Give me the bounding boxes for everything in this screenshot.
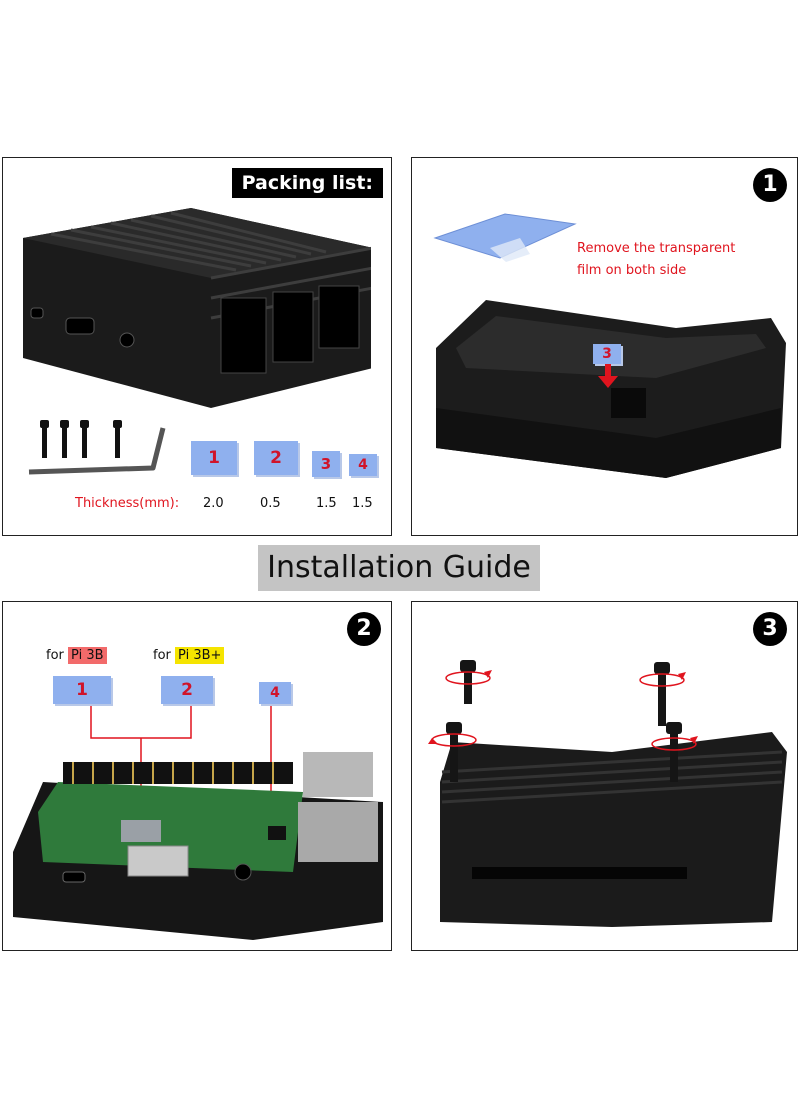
step-number-badge: 1	[753, 168, 787, 202]
thermal-pad-4: 4	[349, 454, 377, 476]
thermal-pad-4: 4	[259, 682, 291, 704]
film-instruction-line-1: Remove the transparent	[577, 241, 736, 256]
thermal-pad-2: 2	[254, 441, 298, 475]
installation-guide-title: Installation Guide	[258, 545, 540, 591]
thickness-value-2: 0.5	[260, 496, 281, 511]
thickness-label: Thickness(mm):	[75, 496, 180, 511]
film-instruction-line-2: film on both side	[577, 263, 687, 278]
packing-list-panel: Packing list: 1 2 3 4 Thickness(mm):	[2, 157, 392, 536]
thermal-pad-1: 1	[53, 676, 111, 704]
case-assembly-image	[428, 660, 787, 927]
tag-prefix: for	[153, 648, 171, 663]
film-instruction: Remove the transparent film on both side	[577, 238, 735, 282]
step-number-badge: 3	[753, 612, 787, 646]
step-2-panel: 2 for Pi 3B for Pi 3B+ 1 2 4	[2, 601, 392, 951]
pi-3b-plus-tag: for Pi 3B+	[153, 647, 225, 664]
case-bottom-image	[436, 300, 786, 478]
tag-model: Pi 3B	[68, 647, 107, 664]
screws-and-hex-key-image	[28, 420, 166, 475]
packing-list-header: Packing list:	[231, 168, 383, 198]
step-3-panel: 3	[411, 601, 798, 951]
down-arrow-icon	[598, 364, 618, 388]
case-image	[23, 208, 371, 408]
thickness-value-4: 1.5	[352, 496, 373, 511]
step-1-panel: 1 Remove the transparent film on both si…	[411, 157, 798, 536]
thermal-pad-3-callout: 3	[593, 344, 621, 364]
thickness-value-1: 2.0	[203, 496, 224, 511]
tag-model: Pi 3B+	[175, 647, 225, 664]
tag-prefix: for	[46, 648, 64, 663]
thermal-pad-1: 1	[191, 441, 237, 475]
thickness-value-3: 1.5	[316, 496, 337, 511]
pi-3b-tag: for Pi 3B	[46, 647, 107, 664]
thermal-pad-3: 3	[312, 451, 340, 477]
thermal-pad-2: 2	[161, 676, 213, 704]
raspberry-pi-in-case-image	[13, 752, 383, 940]
step-number-badge: 2	[347, 612, 381, 646]
transparent-film-image	[433, 213, 577, 262]
